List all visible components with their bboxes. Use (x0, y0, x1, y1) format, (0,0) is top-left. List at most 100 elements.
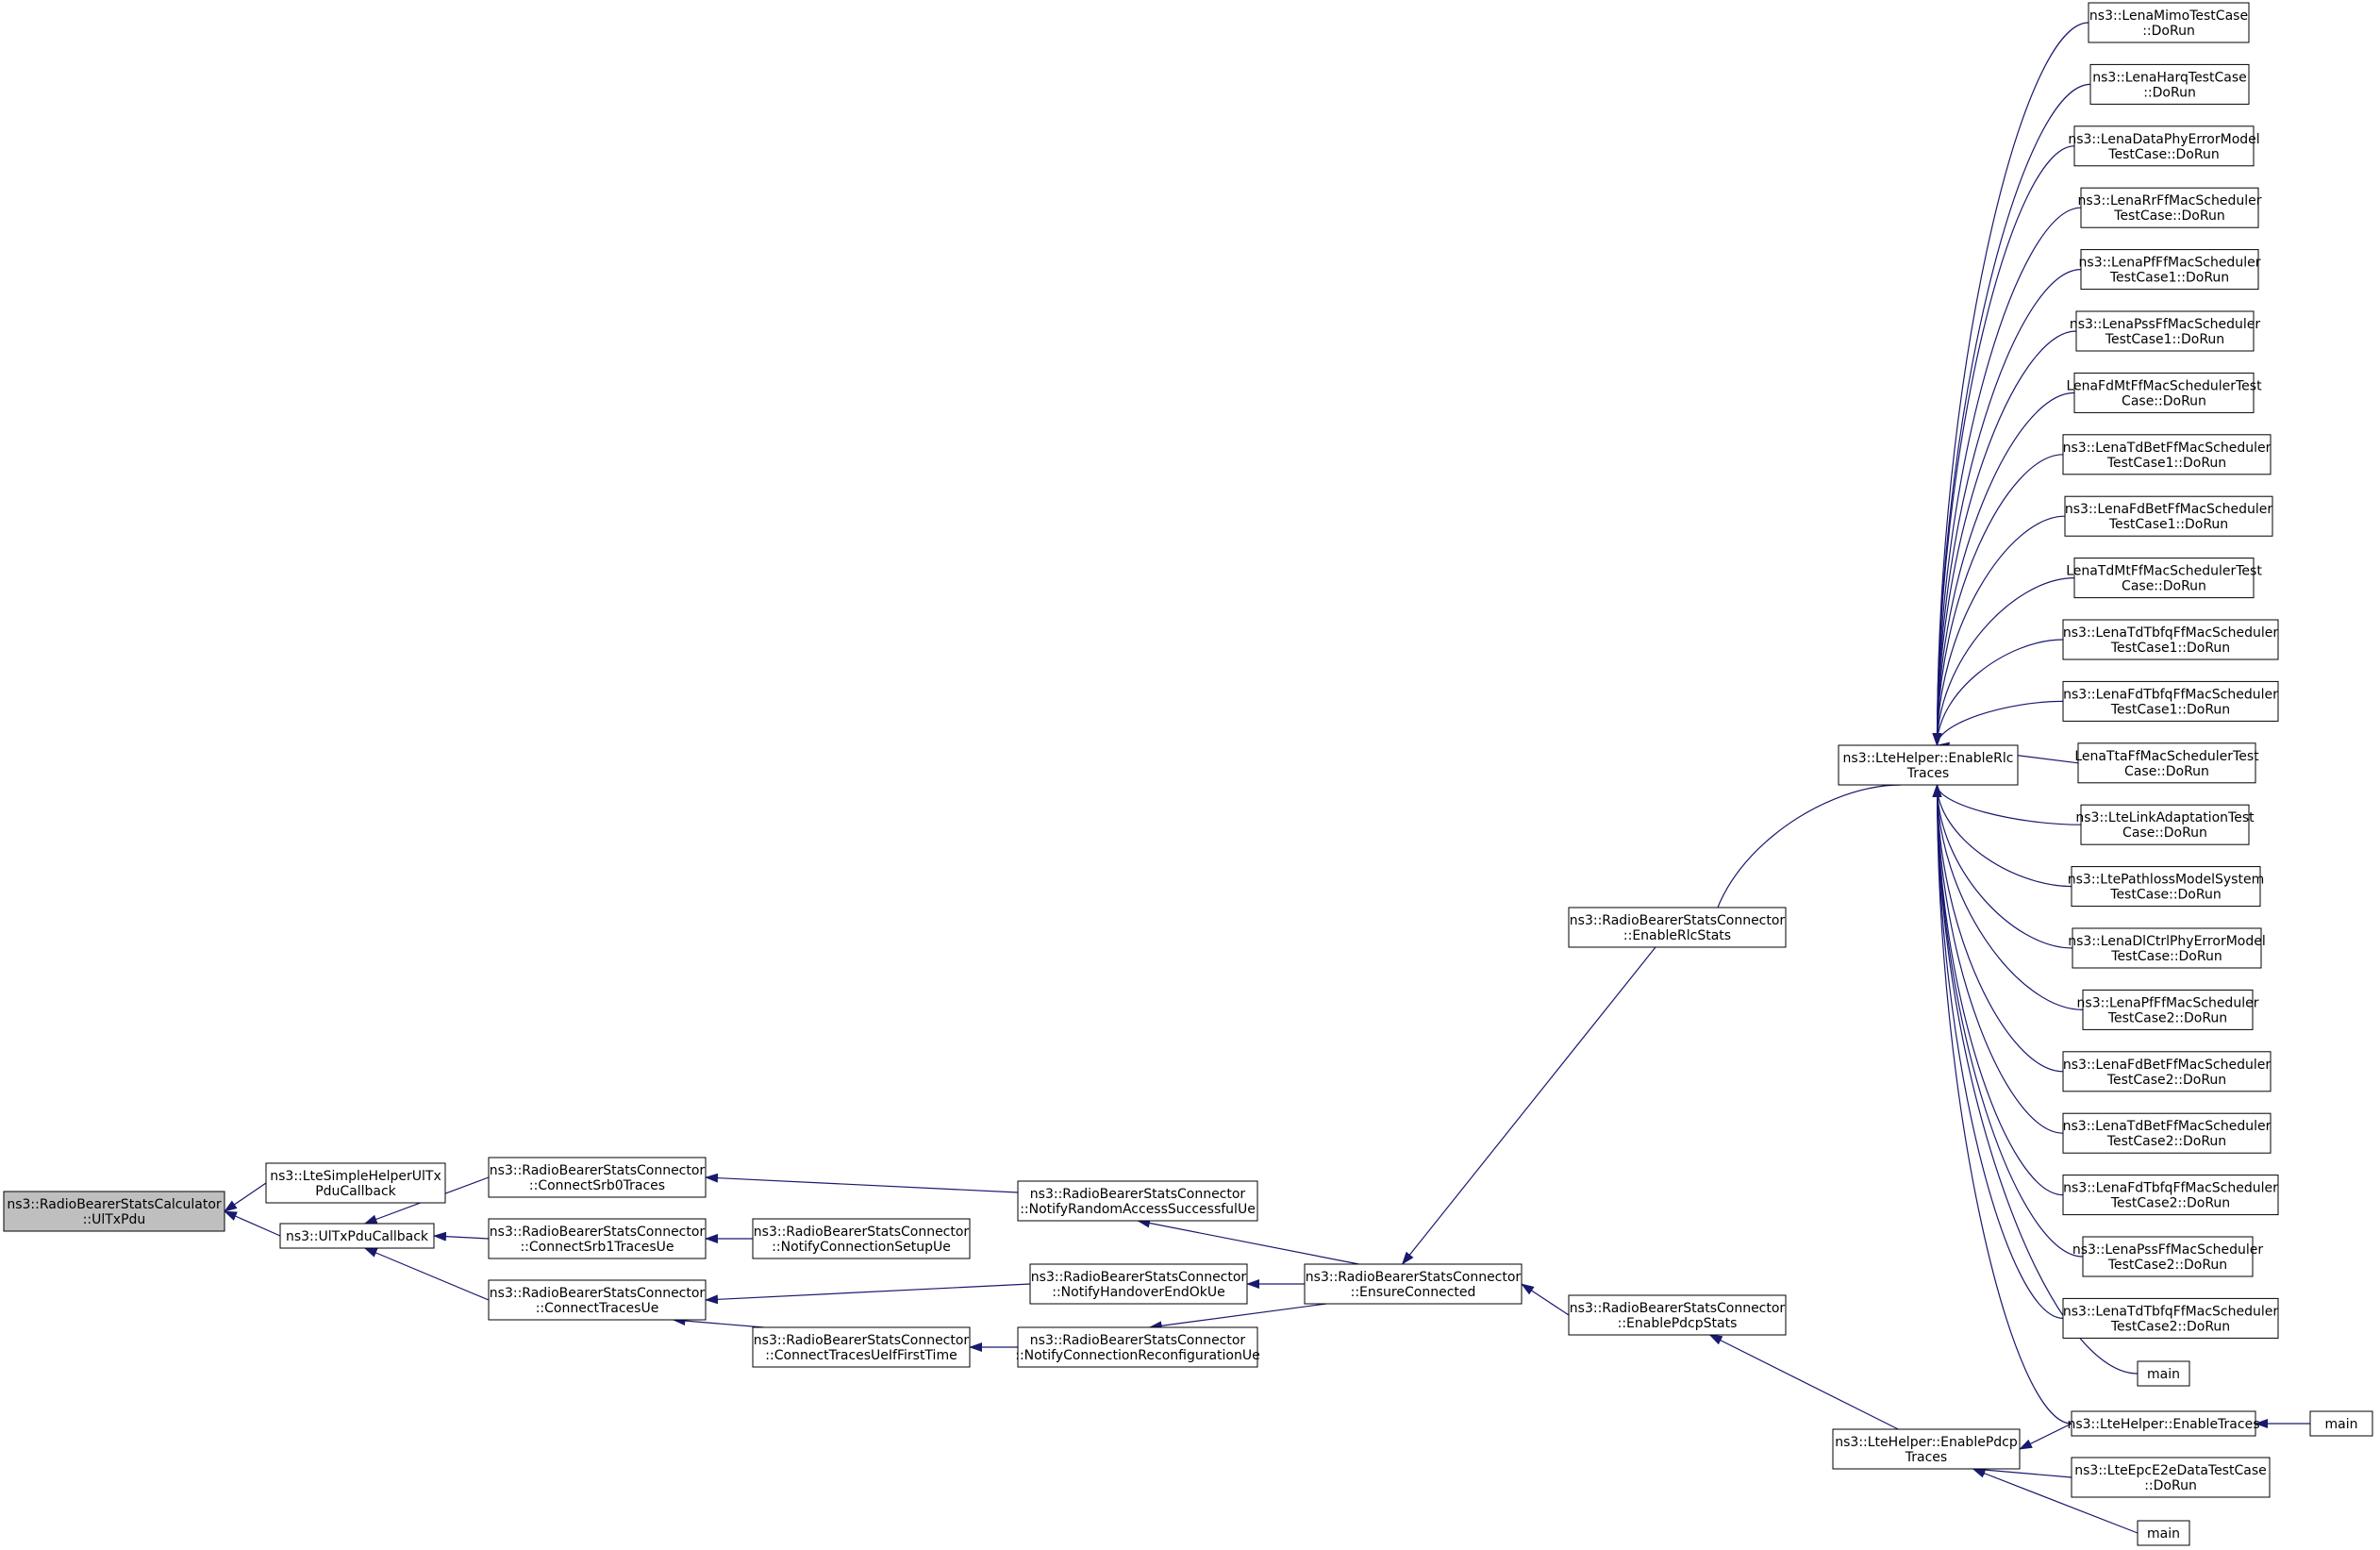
node-label: TestCase1::DoRun (2105, 332, 2224, 347)
node-label: TestCase2::DoRun (2107, 1010, 2227, 1025)
node-box (2062, 1051, 2272, 1092)
node-enableRlcStats[interactable]: ns3::RadioBearerStatsConnector::EnableRl… (1568, 907, 1787, 948)
node-t0[interactable]: ns3::LenaMimoTestCase::DoRun (2088, 2, 2250, 43)
node-box (752, 1326, 971, 1368)
node-mainC[interactable]: main (2137, 1520, 2190, 1546)
node-label: ::ConnectSrb0Traces (529, 1178, 665, 1193)
node-label: main (2147, 1367, 2180, 1382)
node-label: ns3::LenaTdBetFfMacScheduler (2063, 441, 2272, 456)
node-label: ::ConnectTracesUeIfFirstTime (765, 1348, 957, 1363)
node-label: ns3::RadioBearerStatsConnector (490, 1225, 706, 1240)
node-tracesUe[interactable]: ns3::RadioBearerStatsConnector::ConnectT… (488, 1279, 707, 1321)
node-t11[interactable]: ns3::LenaFdTbfqFfMacSchedulerTestCase1::… (2062, 680, 2279, 722)
node-box (1017, 1326, 1258, 1368)
node-tracesUeFirst[interactable]: ns3::RadioBearerStatsConnector::ConnectT… (752, 1326, 971, 1368)
node-t2[interactable]: ns3::LenaDataPhyErrorModelTestCase::DoRu… (2068, 125, 2260, 167)
node-box (2080, 804, 2250, 845)
node-box (488, 1279, 707, 1321)
node-box (2082, 1236, 2254, 1277)
node-ulTxPduCb[interactable]: ns3::UlTxPduCallback (279, 1223, 435, 1249)
node-t1[interactable]: ns3::LenaHarqTestCase::DoRun (2089, 63, 2250, 105)
node-label: ::DoRun (2143, 85, 2196, 100)
node-mainB[interactable]: main (2309, 1410, 2373, 1437)
node-label: ns3::LenaPfFfMacScheduler (2077, 995, 2259, 1010)
node-box (1017, 1180, 1258, 1222)
node-t17[interactable]: ns3::LenaFdBetFfMacSchedulerTestCase2::D… (2062, 1051, 2272, 1092)
node-label: TestCase2::DoRun (2106, 1073, 2226, 1088)
node-box (2071, 1410, 2256, 1437)
node-box (2071, 1457, 2271, 1498)
node-t14[interactable]: ns3::LtePathlossModelSystemTestCase::DoR… (2068, 866, 2264, 908)
node-mainA[interactable]: main (2137, 1360, 2190, 1387)
call-nodes: ns3::RadioBearerStatsCalculator::UlTxPdu… (3, 2, 2373, 1546)
node-label: ns3::LenaFdBetFfMacScheduler (2063, 1058, 2271, 1073)
node-t19[interactable]: ns3::LenaFdTbfqFfMacSchedulerTestCase2::… (2062, 1175, 2279, 1216)
node-t18[interactable]: ns3::LenaTdBetFfMacSchedulerTestCase2::D… (2062, 1112, 2272, 1154)
node-label: ns3::LtePathlossModelSystem (2068, 873, 2264, 888)
node-label: ns3::LenaDataPhyErrorModel (2068, 132, 2259, 147)
node-connReconf[interactable]: ns3::RadioBearerStatsConnector::NotifyCo… (1015, 1326, 1260, 1368)
node-box (2062, 619, 2279, 660)
node-label: ns3::LenaMimoTestCase (2089, 8, 2248, 24)
node-box (2072, 927, 2262, 969)
node-t8[interactable]: ns3::LenaFdBetFfMacSchedulerTestCase1::D… (2064, 495, 2273, 537)
edge-randomAccess-to-srb0 (705, 1173, 1019, 1193)
node-t21[interactable]: ns3::LenaTdTbfqFfMacSchedulerTestCase2::… (2062, 1297, 2279, 1339)
node-t20[interactable]: ns3::LenaPssFfMacSchedulerTestCase2::DoR… (2072, 1236, 2264, 1277)
node-label: ::EnsureConnected (1351, 1285, 1476, 1300)
call-edges (224, 22, 2310, 1534)
node-handover[interactable]: ns3::RadioBearerStatsConnector::NotifyHa… (1029, 1263, 1248, 1305)
node-box (1838, 744, 2019, 786)
node-label: ::EnablePdcpStats (1618, 1316, 1738, 1331)
node-box (2077, 742, 2256, 784)
node-label: ns3::LteEpcE2eDataTestCase (2074, 1463, 2266, 1478)
edge-enablePdcpStats-to-ensure (1521, 1283, 1570, 1316)
node-t5[interactable]: ns3::LenaPssFfMacSchedulerTestCase1::DoR… (2070, 310, 2261, 352)
edge-t13-to-rlcTraces (1932, 784, 2082, 825)
node-box (2075, 310, 2255, 352)
node-label: ns3::LenaDlCtrlPhyErrorModel (2068, 934, 2265, 949)
node-box (2088, 2, 2250, 43)
node-t15[interactable]: ns3::LenaDlCtrlPhyErrorModelTestCase::Do… (2068, 927, 2266, 969)
node-label: ns3::LteHelper::EnableRlc (1843, 751, 2014, 766)
node-label: ns3::LenaTdTbfqFfMacScheduler (2063, 1304, 2278, 1319)
edge-handover-to-tracesUe (705, 1283, 1031, 1305)
node-t7[interactable]: ns3::LenaTdBetFfMacSchedulerTestCase1::D… (2062, 434, 2272, 475)
node-enableTraces[interactable]: ns3::LteHelper::EnableTraces (2067, 1410, 2260, 1437)
node-randomAccess[interactable]: ns3::RadioBearerStatsConnector::NotifyRa… (1017, 1180, 1258, 1222)
edge-t10-to-rlcTraces (1932, 639, 2064, 746)
node-label: ns3::LenaPssFfMacScheduler (2072, 1242, 2264, 1258)
node-label: ns3::UlTxPduCallback (286, 1229, 429, 1244)
node-srb0[interactable]: ns3::RadioBearerStatsConnector::ConnectS… (488, 1157, 707, 1198)
node-t10[interactable]: ns3::LenaTdTbfqFfMacSchedulerTestCase1::… (2062, 619, 2279, 660)
node-srb1[interactable]: ns3::RadioBearerStatsConnector::ConnectS… (488, 1218, 707, 1259)
edge-t14-to-rlcTraces (1932, 784, 2072, 888)
edge-t8-to-rlcTraces (1932, 515, 2066, 746)
node-enablePdcpStats[interactable]: ns3::RadioBearerStatsConnector::EnablePd… (1568, 1294, 1787, 1336)
node-label: TestCase::DoRun (2107, 147, 2219, 162)
node-ensure[interactable]: ns3::RadioBearerStatsConnector::EnsureCo… (1304, 1263, 1523, 1305)
node-label: ns3::LteLinkAdaptationTest (2075, 810, 2255, 825)
node-label: ns3::LenaFdBetFfMacScheduler (2065, 502, 2272, 517)
node-box (1029, 1263, 1248, 1305)
node-t16[interactable]: ns3::LenaPfFfMacSchedulerTestCase2::DoRu… (2077, 989, 2259, 1030)
edge-ensure-to-randomAccess (1137, 1218, 1359, 1265)
edge-t21-to-rlcTraces (1932, 784, 2064, 1319)
node-root[interactable]: ns3::RadioBearerStatsCalculator::UlTxPdu (3, 1191, 225, 1232)
node-connSetup[interactable]: ns3::RadioBearerStatsConnector::NotifyCo… (752, 1218, 971, 1259)
edge-epc-to-pdcpTraces (1972, 1465, 2072, 1478)
node-label: ns3::LenaPfFfMacScheduler (2079, 256, 2261, 271)
node-t4[interactable]: ns3::LenaPfFfMacSchedulerTestCase1::DoRu… (2079, 249, 2261, 291)
node-box (2062, 1112, 2272, 1154)
node-epc[interactable]: ns3::LteEpcE2eDataTestCase::DoRun (2071, 1457, 2271, 1498)
edge-mainC-to-pdcpTraces (1972, 1468, 2139, 1534)
edge-t4-to-rlcTraces (1932, 269, 2082, 746)
